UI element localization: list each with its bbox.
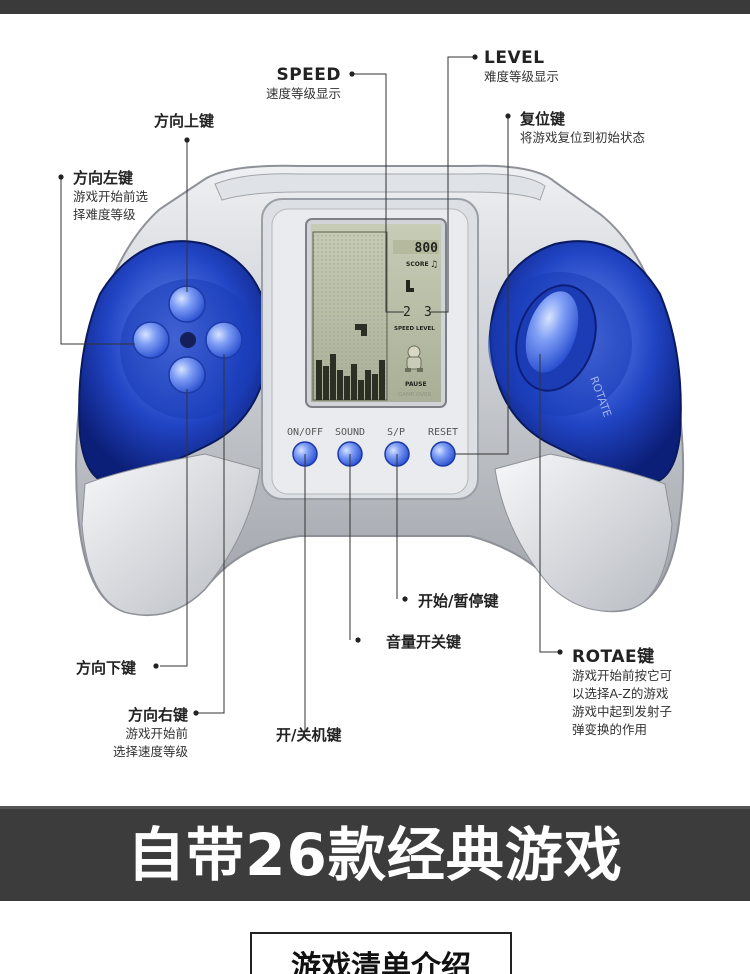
left-desc: 游戏开始前选 择难度等级 [73,189,149,222]
dpad [132,285,243,394]
banner-title: 自带26款经典游戏 [127,821,623,889]
lcd-speed-label: SPEED [394,326,415,332]
level-title: LEVEL [484,48,545,68]
callout-dots [58,54,563,716]
power-callout: 开/关机键 [276,724,341,745]
rotate-callout: ROTAE键 游戏开始前按它可 以选择A-Z的游戏 游戏中起到发射子 弹变换的作… [572,642,672,739]
power-title: 开/关机键 [276,726,342,744]
reset-desc: 将游戏复位到初始状态 [520,130,646,145]
rotate-title: ROTAE键 [572,647,655,667]
controller-illustration: 800 SCORE ♫ 2 3 SPEED LEVEL PAUSE GAME O… [58,54,685,732]
sound-label: SOUND [335,427,365,438]
dpad-right-button [205,321,243,359]
down-callout: 方向下键 [76,657,136,678]
lcd-level-label: LEVEL [416,326,435,332]
game-list-heading-box: 游戏清单介绍 [250,932,512,974]
reset-callout: 复位键 将游戏复位到初始状态 [520,108,645,147]
dpad-left-button [132,321,170,359]
right-title: 方向右键 [127,706,188,724]
dpad-down-button [168,356,206,394]
lcd-score: 800 [415,241,439,256]
callout-lines [60,56,560,732]
function-buttons: ON/OFF SOUND S/P RESET [287,427,458,467]
rotate-desc: 游戏开始前按它可 以选择A-Z的游戏 游戏中起到发射子 弹变换的作用 [572,668,673,737]
left-title: 方向左键 [73,169,134,187]
lcd-gameover-label: GAME OVER [398,392,431,398]
game-list-heading: 游戏清单介绍 [291,950,471,974]
speed-title: SPEED [276,65,341,85]
sound-callout: 音量开关键 [386,631,461,652]
start-pause-title: 开始/暂停键 [418,592,499,610]
up-callout: 方向上键 [154,110,214,131]
reset-button [430,441,456,467]
right-callout: 方向右键 游戏开始前 选择速度等级 [113,704,188,761]
sound-title: 音量开关键 [386,633,462,651]
down-title: 方向下键 [76,659,137,677]
games-banner: 自带26款经典游戏 [0,806,750,901]
top-bar [0,0,750,14]
level-callout: LEVEL 难度等级显示 [484,48,559,86]
sp-label: S/P [387,427,405,438]
start-pause-callout: 开始/暂停键 [418,590,498,611]
reset-title: 复位键 [520,110,566,128]
on-off-label: ON/OFF [287,427,323,438]
speed-desc: 速度等级显示 [265,86,341,101]
lcd-speed-value: 2 [403,305,411,320]
left-callout: 方向左键 游戏开始前选 择难度等级 [73,167,148,224]
product-diagram: 800 SCORE ♫ 2 3 SPEED LEVEL PAUSE GAME O… [0,14,750,804]
speed-callout: SPEED 速度等级显示 [266,65,341,103]
music-note-icon: ♫ [430,260,438,270]
lcd-level-value: 3 [424,305,432,320]
lcd-pause-label: PAUSE [405,381,427,388]
lcd-score-label: SCORE [406,261,429,268]
mascot-icon [405,345,423,372]
right-desc: 游戏开始前 选择速度等级 [112,726,188,759]
level-desc: 难度等级显示 [484,69,560,84]
up-title: 方向上键 [154,112,215,130]
reset-label: RESET [428,427,458,438]
